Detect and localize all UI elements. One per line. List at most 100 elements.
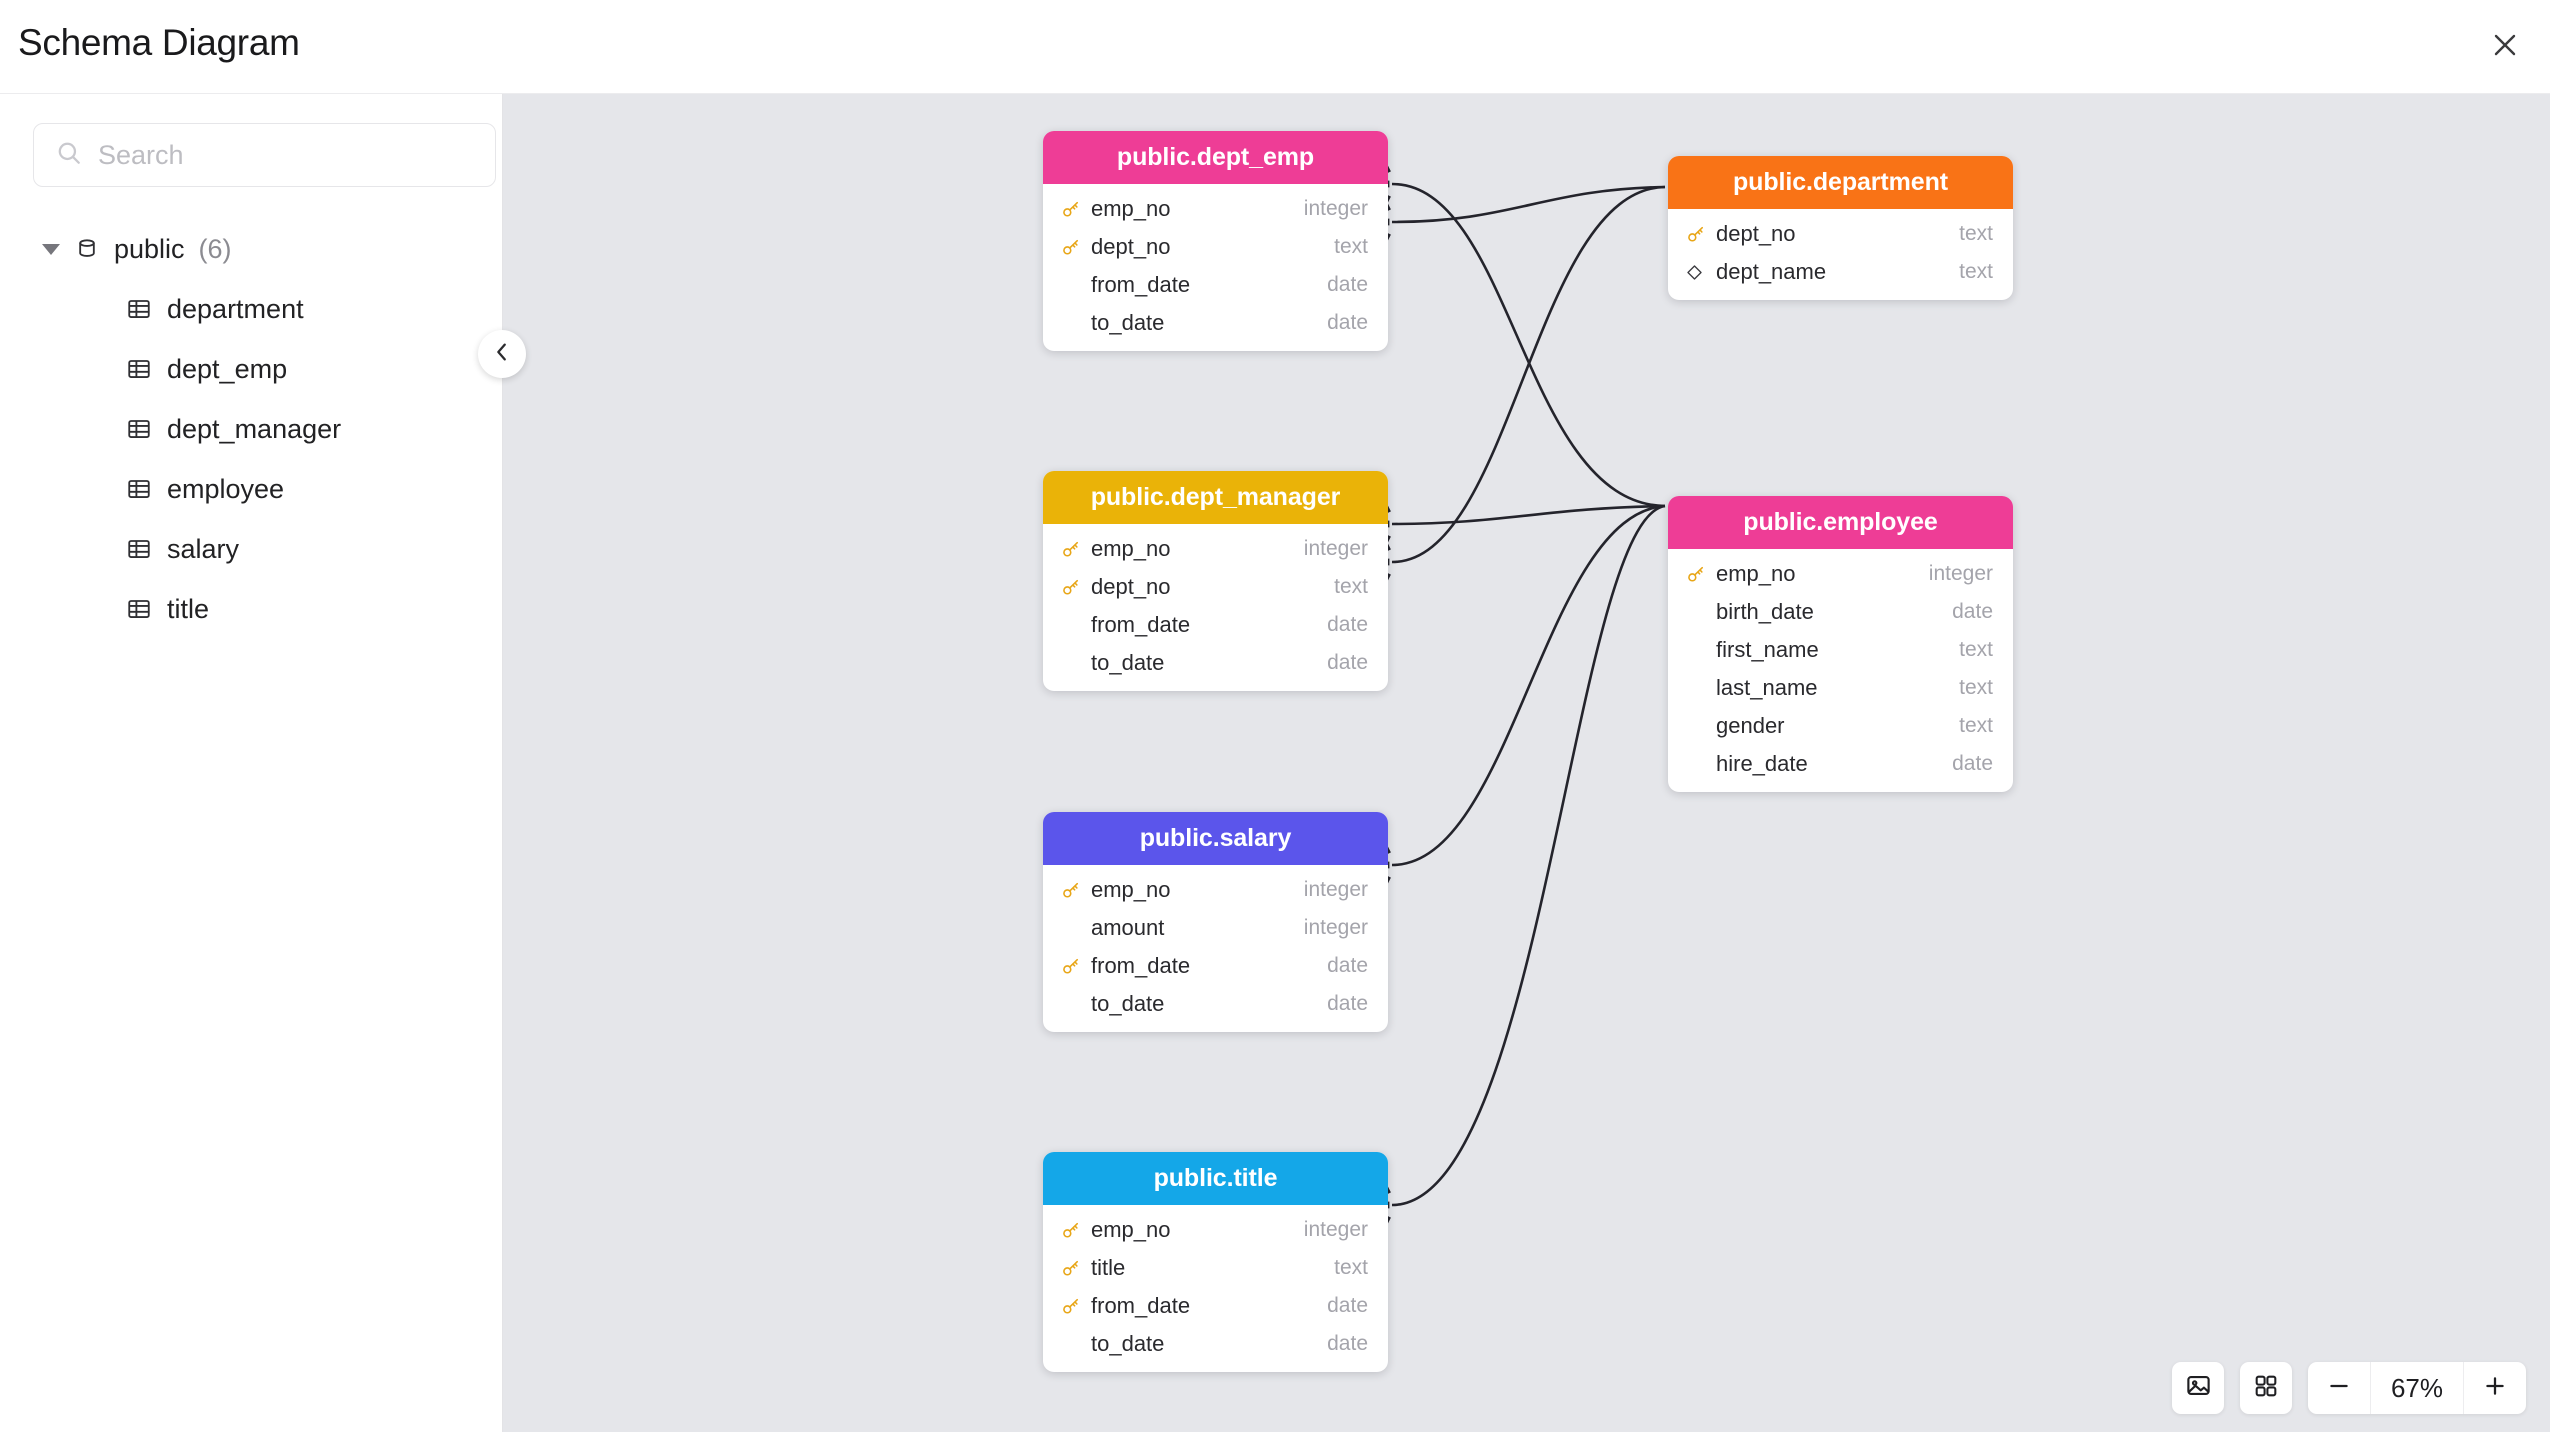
tree-item-table-dept_emp[interactable]: dept_emp: [0, 339, 503, 399]
key-icon: [1061, 200, 1091, 219]
column-row[interactable]: from_date date: [1043, 947, 1388, 985]
table-node-header[interactable]: public.employee: [1668, 496, 2013, 549]
chevron-down-icon[interactable]: [42, 243, 60, 255]
auto-layout-button[interactable]: [2240, 1362, 2292, 1414]
tree-item-label: salary: [167, 533, 240, 564]
minus-icon: [2326, 1373, 2352, 1404]
column-name: last_name: [1716, 675, 1818, 700]
table-node-header[interactable]: public.department: [1668, 156, 2013, 209]
column-name: from_date: [1091, 953, 1191, 978]
table-node-header[interactable]: public.salary: [1043, 812, 1388, 865]
column-type: integer: [1303, 197, 1368, 220]
tree-item-table-title[interactable]: title: [0, 579, 503, 639]
column-type: text: [1334, 1256, 1368, 1279]
column-row[interactable]: title text: [1043, 1249, 1388, 1287]
tree-item-table-dept_manager[interactable]: dept_manager: [0, 399, 503, 459]
sidebar-collapse-button[interactable]: [478, 330, 526, 378]
column-name: from_date: [1091, 272, 1191, 297]
column-row[interactable]: amount integer: [1043, 909, 1388, 947]
table-node-header[interactable]: public.dept_emp: [1043, 131, 1388, 184]
key-icon: [1061, 957, 1091, 976]
edge-dept_emp-dept_no-to-department-dept_no[interactable]: [1356, 185, 1666, 241]
table-icon: [126, 416, 152, 442]
column-type: integer: [1303, 916, 1368, 939]
column-type: text: [1959, 222, 1993, 245]
zoom-level-display[interactable]: 67%: [2370, 1362, 2464, 1414]
column-type: date: [1327, 613, 1368, 636]
tree-item-schema-public[interactable]: public (6): [0, 219, 503, 279]
key-icon: [1061, 1221, 1091, 1240]
export-image-button[interactable]: [2172, 1362, 2224, 1414]
edge-salary-emp_no-to-employee-emp_no[interactable]: [1356, 504, 1666, 884]
tree-item-table-salary[interactable]: salary: [0, 519, 503, 579]
column-type: date: [1327, 651, 1368, 674]
column-type: text: [1959, 676, 1993, 699]
column-type: integer: [1303, 537, 1368, 560]
column-row[interactable]: last_name text: [1668, 669, 2013, 707]
key-icon: [1061, 1297, 1091, 1316]
table-icon: [126, 596, 152, 622]
zoom-in-button[interactable]: [2464, 1362, 2526, 1414]
key-icon: [1061, 1259, 1091, 1278]
edge-dept_emp-emp_no-to-employee-emp_no[interactable]: [1356, 165, 1666, 508]
table-node-header[interactable]: public.title: [1043, 1152, 1388, 1205]
column-name: emp_no: [1716, 561, 1796, 586]
zoom-out-button[interactable]: [2308, 1362, 2370, 1414]
column-name: hire_date: [1716, 751, 1808, 776]
tree-item-table-department[interactable]: department: [0, 279, 503, 339]
search-input[interactable]: [98, 139, 473, 171]
search-box[interactable]: [33, 123, 496, 187]
column-type: date: [1327, 954, 1368, 977]
edge-title-emp_no-to-employee-emp_no[interactable]: [1356, 504, 1666, 1224]
edge-dept_manager-emp_no-to-employee-emp_no[interactable]: [1356, 504, 1666, 543]
column-type: text: [1959, 638, 1993, 661]
column-name: from_date: [1091, 1293, 1191, 1318]
column-name: dept_no: [1091, 574, 1171, 599]
edge-dept_manager-dept_no-to-department-dept_no[interactable]: [1356, 185, 1666, 581]
column-name: dept_name: [1716, 259, 1827, 284]
column-name: title: [1091, 1255, 1126, 1280]
tree-item-count: (6): [198, 233, 232, 264]
table-icon: [126, 476, 152, 502]
column-name: emp_no: [1091, 877, 1171, 902]
close-icon: [2492, 32, 2518, 63]
column-name: amount: [1091, 915, 1165, 940]
tree-item-table-employee[interactable]: employee: [0, 459, 503, 519]
close-button[interactable]: [2480, 22, 2530, 72]
key-icon: [1686, 565, 1716, 584]
table-node-header[interactable]: public.dept_manager: [1043, 471, 1388, 524]
search-icon: [56, 140, 82, 171]
tree-item-label: dept_manager: [167, 413, 342, 444]
column-type: date: [1327, 1332, 1368, 1355]
